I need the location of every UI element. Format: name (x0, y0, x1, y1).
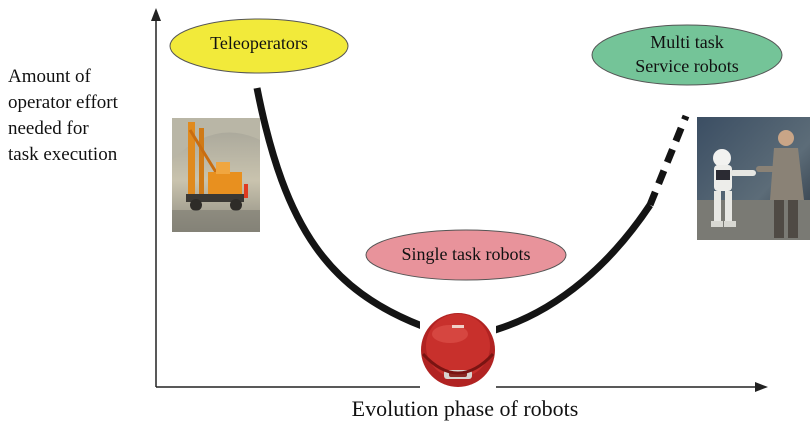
single-task-bubble-shape (365, 229, 567, 281)
mining-teleoperator-photo (172, 118, 260, 232)
excavator-icon (186, 122, 248, 211)
multi-task-bubble-shape (591, 24, 783, 86)
y-axis-label-line: operator effort (8, 92, 118, 113)
humanoid-robot-icon (711, 149, 756, 227)
x-axis-arrowhead (755, 382, 768, 392)
man-figure (756, 130, 804, 238)
robot-vacuum-icon (421, 313, 495, 387)
multi-task-label-line: Multi task (650, 32, 724, 52)
single-task-robots-label: Single task robots (366, 243, 566, 265)
y-axis-arrowhead (151, 8, 161, 21)
y-axis-label-line: Amount of (8, 66, 91, 87)
multi-task-label-line: Service robots (635, 56, 739, 76)
effort-curve-future-dashed (646, 114, 690, 207)
y-axis-label-line: needed for (8, 118, 89, 139)
teleoperators-bubble-shape (169, 18, 349, 74)
x-axis-label: Evolution phase of robots (351, 396, 579, 421)
teleoperators-label-text: Teleoperators (210, 33, 308, 53)
effort-curve-right (493, 203, 653, 334)
effort-curve-left (253, 87, 424, 330)
teleoperators-label: Teleoperators (170, 32, 348, 54)
y-axis-label: Amount of operator effort needed for tas… (8, 64, 158, 168)
robot-vacuum-photo (420, 308, 496, 388)
single-task-robots-label-text: Single task robots (401, 244, 531, 264)
y-axis-label-line: task execution (8, 144, 118, 165)
humanoid-robot-photo (697, 117, 810, 240)
multi-task-service-robots-label: Multi task Service robots (592, 30, 782, 78)
